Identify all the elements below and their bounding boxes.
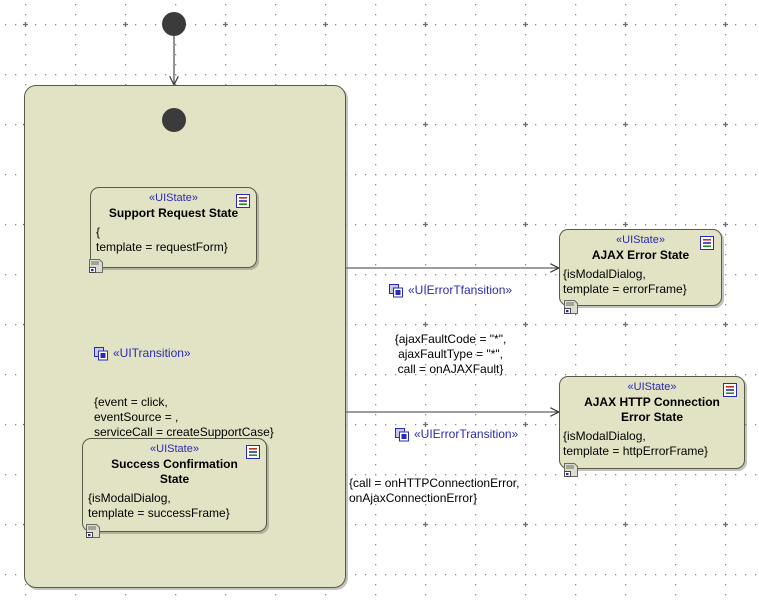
transition-body: {call = onHTTPConnectionError, onAjaxCon… [349, 476, 520, 505]
state-name: AJAX HTTP Connection Error State [584, 395, 720, 424]
transition-label-ui-transition[interactable]: «UITransition» {event = click, eventSour… [94, 316, 274, 470]
transition-icon [395, 427, 409, 441]
state-body: {isModalDialog, template = httpErrorFram… [563, 429, 709, 458]
state-stereotype: «UIState» [149, 192, 198, 204]
state-body: {isModalDialog, template = successFrame} [88, 491, 230, 520]
document-icon[interactable] [88, 259, 104, 274]
state-name: AJAX Error State [591, 248, 690, 262]
state-support-request-state[interactable]: «UIState» Support Request State { templa… [90, 187, 257, 268]
transition-stereotype: «UIErrorTransition» [414, 427, 519, 441]
inner-initial-node[interactable] [162, 108, 186, 132]
transition-stereotype: «UITransition» [113, 346, 191, 360]
transition-body: {ajaxFaultCode = "*", ajaxFaultType = "*… [394, 332, 507, 376]
transition-icon [94, 346, 108, 360]
state-stereotype: «UIState» [616, 234, 665, 246]
state-ajax-error-state[interactable]: «UIState» AJAX Error State {isModalDialo… [559, 229, 722, 306]
state-body: {isModalDialog, template = errorFrame} [563, 267, 687, 296]
state-success-confirmation-state[interactable]: «UIState» Success Confirmation State {is… [82, 438, 267, 532]
transition-label-ui-error-transition-ajax-fault[interactable]: «UIErrorTfansition» {ajaxFaultCode = "*"… [389, 253, 512, 407]
document-icon[interactable] [563, 463, 579, 478]
state-name: Support Request State [108, 206, 239, 220]
list-icon[interactable] [723, 383, 737, 397]
state-name: Success Confirmation State [111, 457, 238, 486]
transition-stereotype: «UIErrorTfansition» [408, 283, 513, 297]
state-body: { template = requestForm} [96, 225, 228, 254]
state-stereotype: «UIState» [627, 381, 677, 393]
document-icon[interactable] [563, 300, 579, 315]
state-ajax-http-connection-error-state[interactable]: «UIState» AJAX HTTP Connection Error Sta… [559, 376, 745, 469]
list-icon[interactable] [236, 194, 250, 208]
transition-body: {event = click, eventSource = , serviceC… [94, 395, 274, 439]
list-icon[interactable] [246, 445, 260, 459]
list-icon[interactable] [700, 236, 714, 250]
outer-initial-node[interactable] [162, 12, 186, 36]
document-icon[interactable] [85, 524, 101, 539]
transition-icon [389, 283, 403, 297]
state-stereotype: «UIState» [150, 443, 199, 455]
transition-label-ui-error-transition-http-connection[interactable]: «UIErrorTransition» {call = onHTTPConnec… [349, 397, 519, 536]
